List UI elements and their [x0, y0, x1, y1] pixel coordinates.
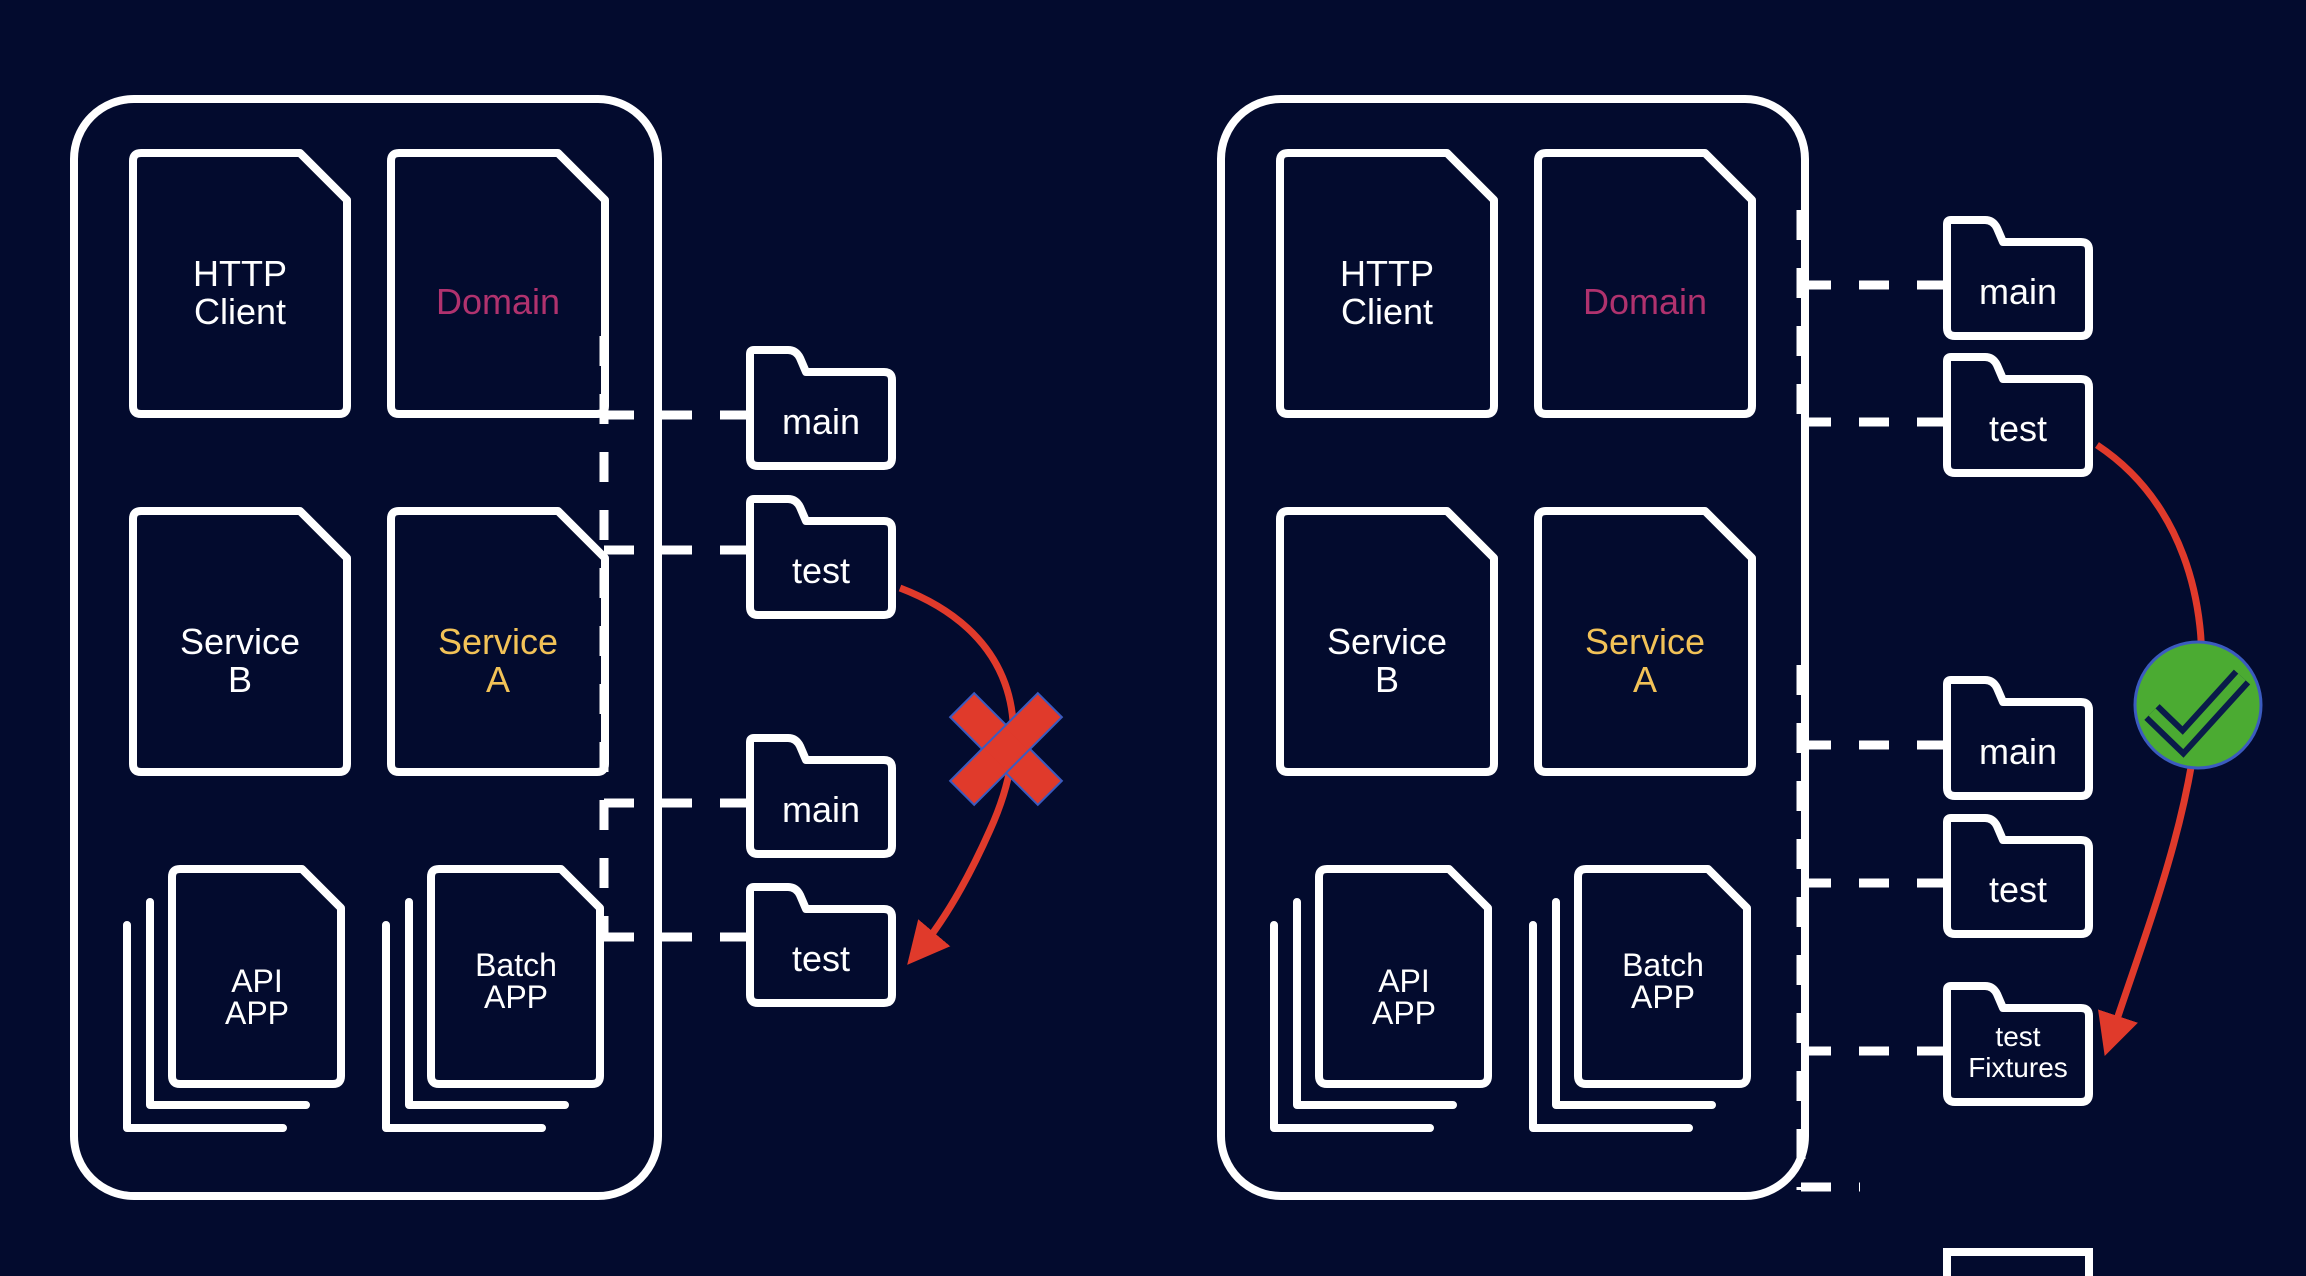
http-client-right-line1: HTTP — [1340, 253, 1434, 294]
left-folder-main-1-label: main — [782, 401, 860, 442]
service-b-right-line2: B — [1375, 659, 1399, 700]
api-app-line1: API — [231, 963, 283, 999]
api-app-right-line1: API — [1378, 963, 1430, 999]
check-circle-icon — [2133, 640, 2263, 770]
batch-app-right-line1: Batch — [1622, 947, 1704, 983]
domain-right-label: Domain — [1583, 281, 1707, 322]
http-client-line1: HTTP — [193, 253, 287, 294]
left-folder-test-1-label: test — [792, 550, 850, 591]
left-panel: HTTP Client Domain Service B Service A A… — [70, 95, 1064, 1200]
batch-app-stack: Batch APP — [382, 865, 604, 1132]
right-folder-test-fixtures: test Fixtures — [1943, 982, 2093, 1106]
left-dashed-connectors — [599, 336, 748, 942]
right-folder-main-1: main — [1943, 216, 2093, 340]
right-folder-test-1-label: test — [1989, 408, 2047, 449]
domain-label: Domain — [436, 281, 560, 322]
service-a-line2: A — [486, 659, 510, 700]
service-b-right-line1: Service — [1327, 621, 1447, 662]
batch-app-stack-right: Batch APP — [1529, 865, 1751, 1132]
x-cross-icon — [948, 691, 1064, 807]
test-fixtures-line1: test — [1995, 1021, 2040, 1052]
right-folder-main-2-label: main — [1979, 731, 2057, 772]
batch-app-line1: Batch — [475, 947, 557, 983]
left-folder-test-2-label: test — [792, 938, 850, 979]
service-a-line1: Service — [438, 621, 558, 662]
batch-app-right-line2: APP — [1631, 979, 1695, 1015]
service-b-card: Service B — [129, 507, 351, 776]
left-folder-test-1: test — [746, 495, 896, 619]
right-folder-test-2-label: test — [1989, 869, 2047, 910]
right-folder-main-1-label: main — [1979, 271, 2057, 312]
http-client-card: HTTP Client — [129, 149, 351, 418]
right-dashed-connectors — [1796, 210, 1945, 1192]
api-app-right-line2: APP — [1372, 995, 1436, 1031]
right-folder-test-2: test — [1943, 814, 2093, 938]
batch-app-line2: APP — [484, 979, 548, 1015]
service-a-card-right: Service A — [1534, 507, 1756, 776]
http-client-right-line2: Client — [1341, 291, 1433, 332]
test-fixtures-line2: Fixtures — [1968, 1052, 2068, 1083]
left-folder-main-2: main — [746, 734, 896, 858]
service-b-line2: B — [228, 659, 252, 700]
left-module-container — [70, 95, 662, 1200]
service-b-line1: Service — [180, 621, 300, 662]
api-app-stack: API APP — [123, 865, 345, 1132]
right-folder-main-2: main — [1943, 676, 2093, 800]
domain-card-right: Domain — [1534, 149, 1756, 418]
api-app-stack-right: API APP — [1270, 865, 1492, 1132]
left-folder-main-2-label: main — [782, 789, 860, 830]
http-client-card-right: HTTP Client — [1276, 149, 1498, 418]
right-panel: HTTP Client Domain Service B Service A A… — [1217, 95, 2263, 1276]
service-b-card-right: Service B — [1276, 507, 1498, 776]
left-folder-main-1: main — [746, 346, 896, 470]
http-client-line2: Client — [194, 291, 286, 332]
left-dependency-arrow — [898, 584, 1017, 965]
service-a-right-line2: A — [1633, 659, 1657, 700]
right-folder-partial — [1943, 1248, 2093, 1276]
service-a-right-line1: Service — [1585, 621, 1705, 662]
api-app-line2: APP — [225, 995, 289, 1031]
service-a-card: Service A — [387, 507, 609, 776]
right-folder-test-1: test — [1943, 353, 2093, 477]
domain-card: Domain — [387, 149, 609, 418]
right-module-container — [1217, 95, 1809, 1200]
left-folder-test-2: test — [746, 883, 896, 1007]
